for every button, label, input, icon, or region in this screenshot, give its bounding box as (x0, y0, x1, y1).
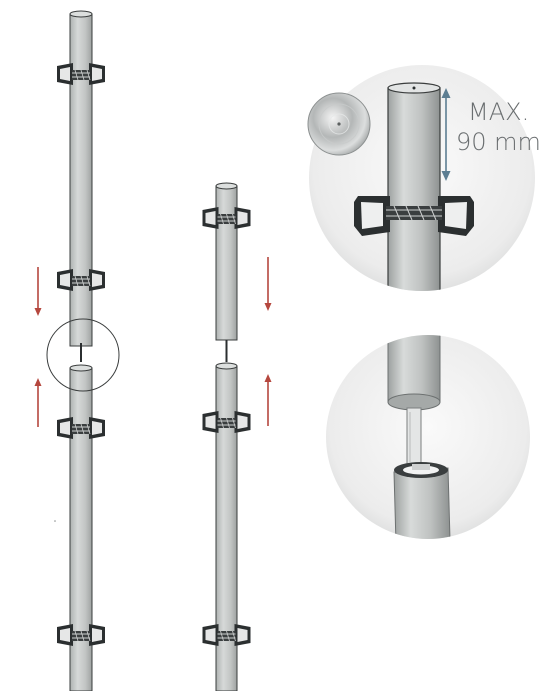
left-post-assembly (34, 10, 120, 691)
dimension-label-max: MAX. (468, 98, 529, 126)
left-post-top-cap (69, 10, 93, 18)
glass-clamp-icon (354, 196, 474, 236)
left-post-upper (69, 13, 93, 347)
stray-dot (54, 520, 56, 522)
callout-connector (326, 335, 530, 539)
dimension-label-value: 90 mm (456, 128, 541, 156)
left-post-lower (69, 367, 93, 691)
arrow-down-icon (264, 257, 272, 311)
callout-top-cap: MAX. 90 mm (307, 65, 541, 291)
end-cap-icon (307, 92, 371, 156)
detail-circle-marker (46, 318, 120, 392)
dimension-arrow (441, 88, 451, 181)
middle-post-upper (215, 185, 238, 341)
arrow-down-icon (34, 267, 42, 316)
middle-post-assembly (202, 182, 272, 691)
middle-post-lower (215, 365, 238, 691)
arrow-up-icon (34, 378, 42, 427)
arrow-up-icon (264, 374, 272, 426)
